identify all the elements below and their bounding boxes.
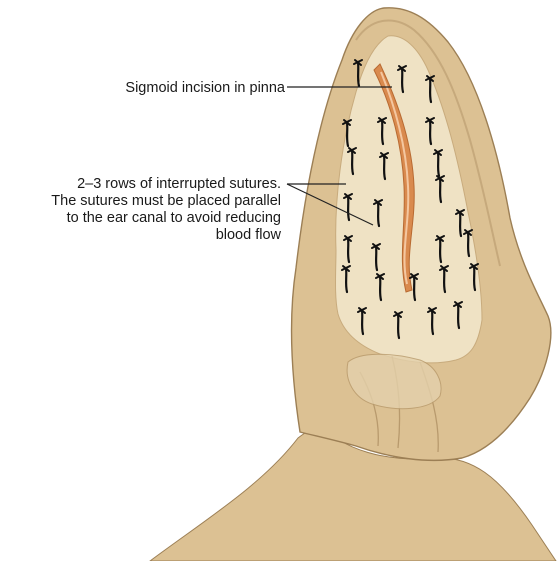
sutures-label-line-2: The sutures must be placed parallel <box>51 193 281 210</box>
sutures-label-line-1: 2–3 rows of interrupted sutures. <box>51 176 281 193</box>
sutures-label: 2–3 rows of interrupted sutures. The sut… <box>51 176 281 244</box>
sutures-label-line-4: blood flow <box>51 227 281 244</box>
sutures-label-line-3: to the ear canal to avoid reducing <box>51 210 281 227</box>
incision-label: Sigmoid incision in pinna <box>125 80 285 97</box>
